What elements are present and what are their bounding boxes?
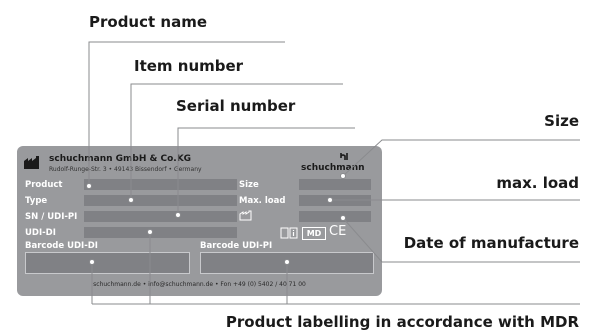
label-barcode-udi-di: Barcode UDI-DI bbox=[25, 241, 98, 251]
callout-max-load: max. load bbox=[496, 174, 579, 192]
field-date-of-manufacture bbox=[299, 211, 371, 222]
label-barcode-udi-pi: Barcode UDI-PI bbox=[200, 241, 273, 251]
field-udi-di bbox=[84, 227, 237, 238]
field-size bbox=[299, 179, 371, 190]
leader-date-of-manufacture bbox=[342, 217, 580, 263]
date-of-manufacture-icon bbox=[239, 210, 252, 221]
md-symbol: MD bbox=[306, 229, 322, 238]
leader-size bbox=[342, 139, 580, 177]
label-size: Size bbox=[239, 180, 259, 190]
label-sn-udi-pi: SN / UDI-PI bbox=[25, 212, 78, 222]
field-type bbox=[84, 195, 237, 206]
barcode-udi-di-box bbox=[25, 252, 190, 274]
leader-product-name bbox=[88, 41, 285, 186]
callout-item-number: Item number bbox=[134, 57, 244, 75]
leader-serial-number bbox=[177, 127, 355, 215]
label-udi-di: UDI-DI bbox=[25, 228, 56, 238]
plate-footer: schuchmann.de • info@schuchmann.de • Fon… bbox=[93, 281, 306, 288]
brand-logo-icon bbox=[340, 153, 348, 160]
callout-serial-number: Serial number bbox=[176, 97, 296, 115]
leader-item-number bbox=[130, 83, 343, 200]
company-name: schuchmann GmbH & Co.KG bbox=[49, 154, 192, 164]
md-symbol-box: MD bbox=[302, 227, 326, 240]
callout-size: Size bbox=[544, 112, 579, 130]
callout-product-name: Product name bbox=[89, 13, 208, 31]
label-type: Type bbox=[25, 196, 48, 206]
field-product bbox=[84, 179, 237, 190]
brand-name: schuchmann bbox=[301, 163, 365, 173]
label-max-load: Max. load bbox=[239, 196, 286, 206]
field-sn-udi-pi bbox=[84, 211, 237, 222]
callout-date-of-manufacture: Date of manufacture bbox=[403, 234, 579, 252]
company-address: Rudolf-Runge-Str. 3 • 49143 Bissendorf •… bbox=[49, 166, 202, 173]
factory-icon bbox=[24, 156, 39, 169]
instructions-book-icon bbox=[280, 227, 298, 239]
type-plate: schuchmann GmbH & Co.KG Rudolf-Runge-Str… bbox=[17, 146, 382, 296]
leader-barcodes bbox=[91, 262, 288, 304]
ce-mark: CE bbox=[329, 224, 347, 239]
label-product: Product bbox=[25, 180, 63, 190]
callout-mdr-labelling: Product labelling in accordance with MDR bbox=[225, 313, 579, 331]
